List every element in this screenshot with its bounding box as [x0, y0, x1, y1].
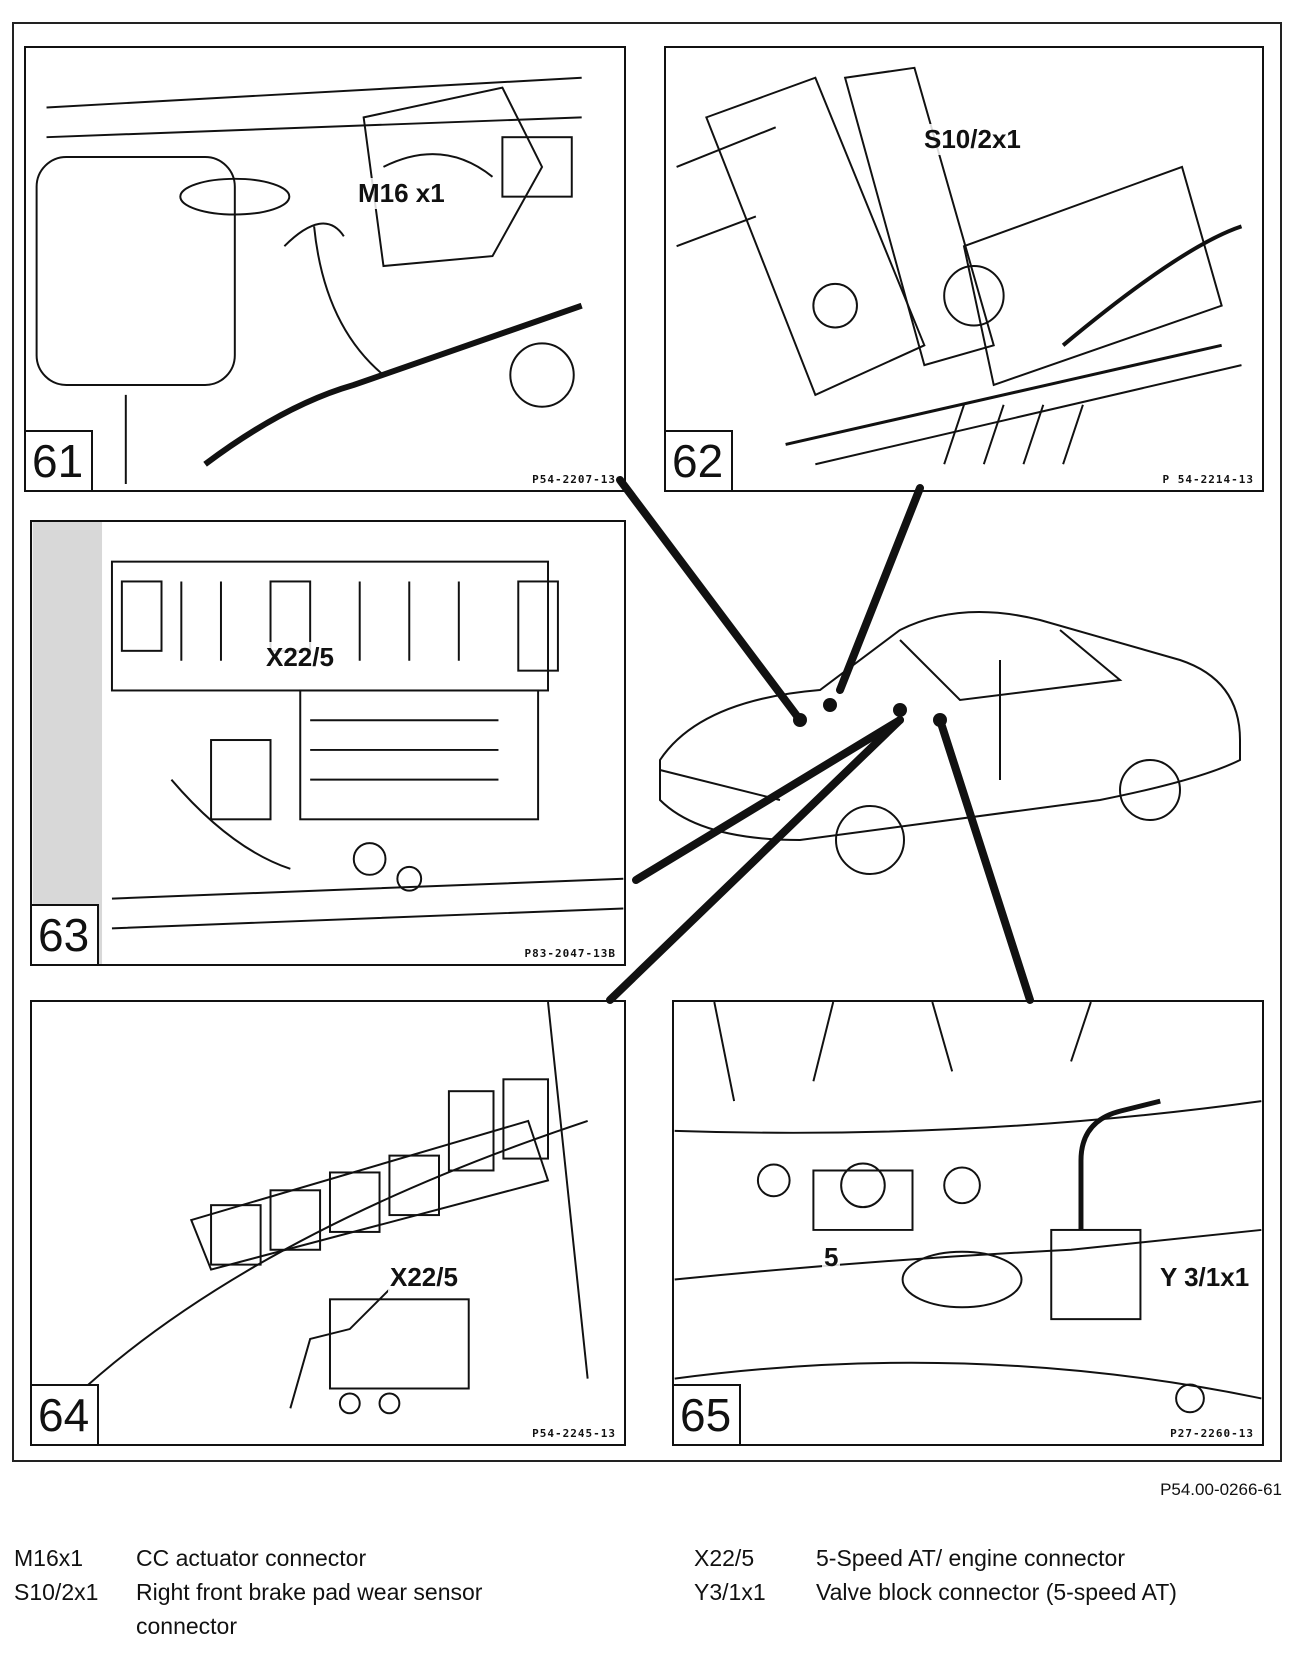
connector-illustration-64	[51, 1002, 589, 1419]
panel-code: P 54-2214-13	[1162, 473, 1254, 486]
panel-61: M16 x1 61 P54-2207-13	[24, 46, 626, 492]
panel-62: S10/2x1 62 P 54-2214-13	[664, 46, 1264, 492]
relay-box-illustration-63	[32, 522, 624, 964]
callout-y3-1x1: Y 3/1x1	[1158, 1262, 1252, 1293]
panel-code: P54-2207-13	[532, 473, 616, 486]
legend-desc: 5-Speed AT/ engine connector	[816, 1545, 1126, 1571]
valve-block-illustration-65	[674, 1002, 1262, 1414]
legend-item: X22/5 5-Speed AT/ engine connector	[694, 1545, 1254, 1579]
engine-bay-illustration-62	[676, 66, 1243, 466]
legend-item: Y3/1x1 Valve block connector (5-speed AT…	[694, 1579, 1254, 1613]
panel-65: Y 3/1x1 5 65 P27-2260-13	[672, 1000, 1264, 1446]
callout-x22-5: X22/5	[388, 1262, 460, 1293]
legend-code: S10/2x1	[14, 1579, 99, 1605]
legend-item: S10/2x1 Right front brake pad wear senso…	[14, 1579, 634, 1613]
panel-number: 62	[666, 430, 734, 490]
callout-s10-2x1: S10/2x1	[922, 124, 1023, 155]
panel-code: P83-2047-13B	[524, 947, 616, 960]
panel-code: P27-2260-13	[1170, 1427, 1254, 1440]
panel-64: X22/5 64 P54-2245-13	[30, 1000, 626, 1446]
legend-left: M16x1 CC actuator connector S10/2x1 Righ…	[14, 1545, 634, 1647]
panel-number: 61	[26, 430, 94, 490]
panel-number: 65	[674, 1384, 742, 1444]
legend-right: X22/5 5-Speed AT/ engine connector Y3/1x…	[694, 1545, 1254, 1613]
callout-x22-5: X22/5	[264, 642, 336, 673]
legend-code: X22/5	[694, 1545, 755, 1571]
legend-code: Y3/1x1	[694, 1579, 766, 1605]
legend-desc: connector	[136, 1613, 238, 1639]
legend-item: M16x1 CC actuator connector	[14, 1545, 634, 1579]
figure-reference: P54.00-0266-61	[1160, 1480, 1282, 1499]
legend-item-continuation: connector	[14, 1613, 634, 1647]
panel-number: 64	[32, 1384, 100, 1444]
engine-bay-illustration-61	[35, 76, 583, 485]
panel-code: P54-2245-13	[532, 1427, 616, 1440]
legend-desc: Valve block connector (5-speed AT)	[816, 1579, 1177, 1605]
callout-m16x1: M16 x1	[356, 178, 447, 209]
panel-63: X22/5 63 P83-2047-13B	[30, 520, 626, 966]
panel-number: 63	[32, 904, 100, 964]
callout-5: 5	[822, 1242, 841, 1273]
legend-desc: CC actuator connector	[136, 1545, 367, 1571]
legend-code: M16x1	[14, 1545, 84, 1571]
legend-desc: Right front brake pad wear sensor	[136, 1579, 483, 1605]
figure-frame	[12, 22, 1282, 1462]
